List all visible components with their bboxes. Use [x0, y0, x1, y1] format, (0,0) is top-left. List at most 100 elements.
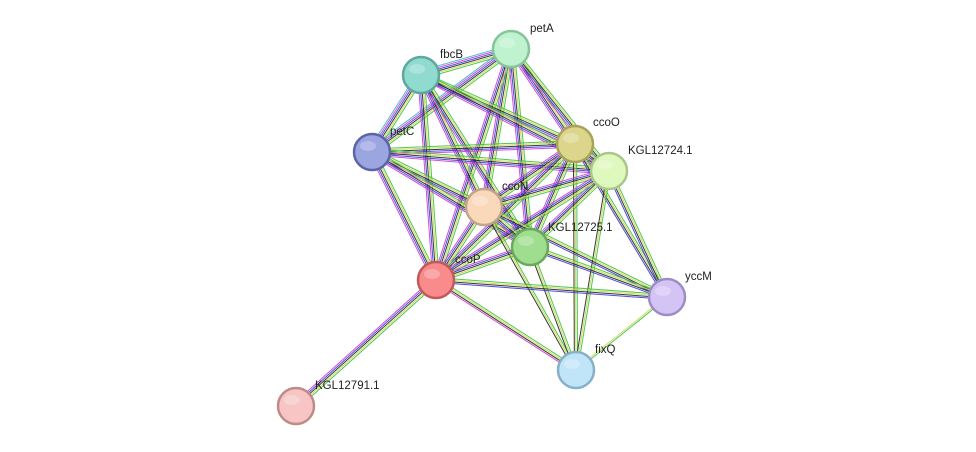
- edge-line-yellow: [437, 49, 513, 281]
- edge-line-yellow: [371, 141, 575, 151]
- edge-line-green: [373, 148, 532, 245]
- node-circle[interactable]: [276, 386, 316, 426]
- node-circle[interactable]: [352, 132, 392, 172]
- node-highlight: [409, 64, 425, 74]
- edge-line-blue: [371, 153, 609, 174]
- edges-layer: [293, 44, 670, 409]
- edge-line-green: [374, 51, 514, 156]
- node-highlight: [597, 160, 613, 170]
- edge-line-yellow: [575, 295, 667, 370]
- edge-line-blue: [370, 152, 530, 249]
- node-label: fixQ: [595, 344, 616, 356]
- edge-line-yellow: [296, 280, 438, 408]
- node-highlight: [284, 395, 300, 405]
- edge-line-green: [422, 71, 577, 142]
- node-circle[interactable]: [647, 277, 687, 317]
- edge-line-blue: [606, 171, 666, 299]
- node-highlight: [424, 269, 440, 279]
- edge-line-yellow: [484, 205, 668, 297]
- edge-line-blue: [435, 281, 667, 300]
- node-ccoN[interactable]: ccoN: [464, 181, 528, 227]
- edge-line-magenta: [433, 141, 574, 279]
- node-highlight: [360, 141, 376, 151]
- edge-line-green: [371, 140, 575, 150]
- edge-line-yellow: [574, 143, 577, 371]
- node-circle[interactable]: [556, 350, 596, 390]
- nodes-layer: petA fbcB ccoO KGL12724.1 petC ccoN KGL12725.1…: [276, 23, 712, 426]
- edge-line-magenta: [434, 281, 575, 373]
- edge-line-magenta: [293, 277, 435, 404]
- edge-line-blue: [419, 75, 484, 208]
- edge-line-black: [371, 143, 576, 153]
- edge-line-yellow: [372, 151, 438, 280]
- edge-line-yellow: [529, 246, 577, 371]
- node-yccM[interactable]: yccM: [647, 271, 712, 317]
- edge-line-yellow: [436, 144, 577, 282]
- node-circle[interactable]: [589, 151, 629, 191]
- edge-line-green: [437, 277, 578, 369]
- node-circle[interactable]: [510, 227, 550, 267]
- edge-line-black: [528, 247, 575, 371]
- node-ccoO[interactable]: ccoO: [555, 117, 620, 164]
- node-circle[interactable]: [555, 124, 595, 164]
- edge-line-magenta: [372, 146, 576, 156]
- edge-line-black: [529, 247, 667, 299]
- edge-line-magenta: [507, 50, 573, 147]
- node-KGL12791.1[interactable]: KGL12791.1: [276, 380, 380, 426]
- edge-line-green: [373, 148, 486, 205]
- edge-line-yellow: [511, 47, 611, 171]
- edge-line-green: [513, 46, 612, 170]
- node-label: petA: [530, 23, 554, 35]
- edge-line-blue: [294, 278, 436, 406]
- edge-line-yellow: [372, 149, 610, 170]
- edge-line-yellow: [436, 278, 668, 297]
- edge-line-green: [576, 143, 579, 370]
- node-highlight: [563, 133, 579, 143]
- node-label: petC: [390, 126, 414, 138]
- edge-line-black: [372, 49, 512, 154]
- edge-line-green: [530, 244, 668, 296]
- edge-petC-ccoO: [371, 140, 576, 156]
- node-highlight: [518, 236, 534, 246]
- edge-line-yellow: [372, 150, 532, 247]
- edge-line-green: [610, 169, 670, 297]
- node-highlight: [499, 38, 515, 48]
- node-ccoP[interactable]: ccoP: [416, 254, 481, 300]
- edge-line-green: [531, 246, 578, 370]
- node-petA[interactable]: petA: [491, 23, 554, 69]
- node-label: KGL12724.1: [628, 145, 693, 157]
- node-fixQ[interactable]: fixQ: [556, 344, 616, 390]
- node-label: ccoP: [455, 254, 481, 266]
- node-highlight: [564, 359, 580, 369]
- edge-line-magenta: [417, 76, 482, 209]
- edge-line-green: [374, 150, 440, 279]
- edge-line-yellow: [484, 172, 610, 210]
- node-KGL12725.1[interactable]: KGL12725.1: [510, 222, 613, 267]
- edge-yccM-fixQ: [575, 295, 668, 372]
- edge-line-yellow: [483, 206, 577, 371]
- node-label: ccoN: [502, 181, 528, 193]
- edge-line-yellow: [609, 170, 669, 297]
- node-circle[interactable]: [464, 187, 504, 227]
- node-circle[interactable]: [401, 55, 441, 95]
- edge-line-black: [573, 144, 667, 298]
- node-circle[interactable]: [491, 29, 531, 69]
- edge-ccoP-yccM: [435, 277, 668, 300]
- node-circle[interactable]: [416, 260, 456, 300]
- edge-line-blue: [434, 142, 575, 280]
- node-label: KGL12725.1: [548, 222, 613, 234]
- edge-KGL12725.1-yccM: [529, 244, 668, 300]
- edge-petC-ccoP: [368, 150, 440, 282]
- edge-line-blue: [481, 48, 510, 207]
- edge-line-black: [371, 151, 531, 248]
- node-label: yccM: [685, 271, 712, 283]
- node-fbcB[interactable]: fbcB: [401, 49, 463, 95]
- edge-line-magenta: [371, 154, 609, 175]
- edge-line-green: [297, 282, 439, 409]
- node-KGL12724.1[interactable]: KGL12724.1: [589, 145, 693, 191]
- edge-line-black: [371, 151, 437, 281]
- edge-line-black: [435, 280, 576, 372]
- edge-line-black: [295, 279, 437, 407]
- node-petC[interactable]: petC: [352, 126, 414, 172]
